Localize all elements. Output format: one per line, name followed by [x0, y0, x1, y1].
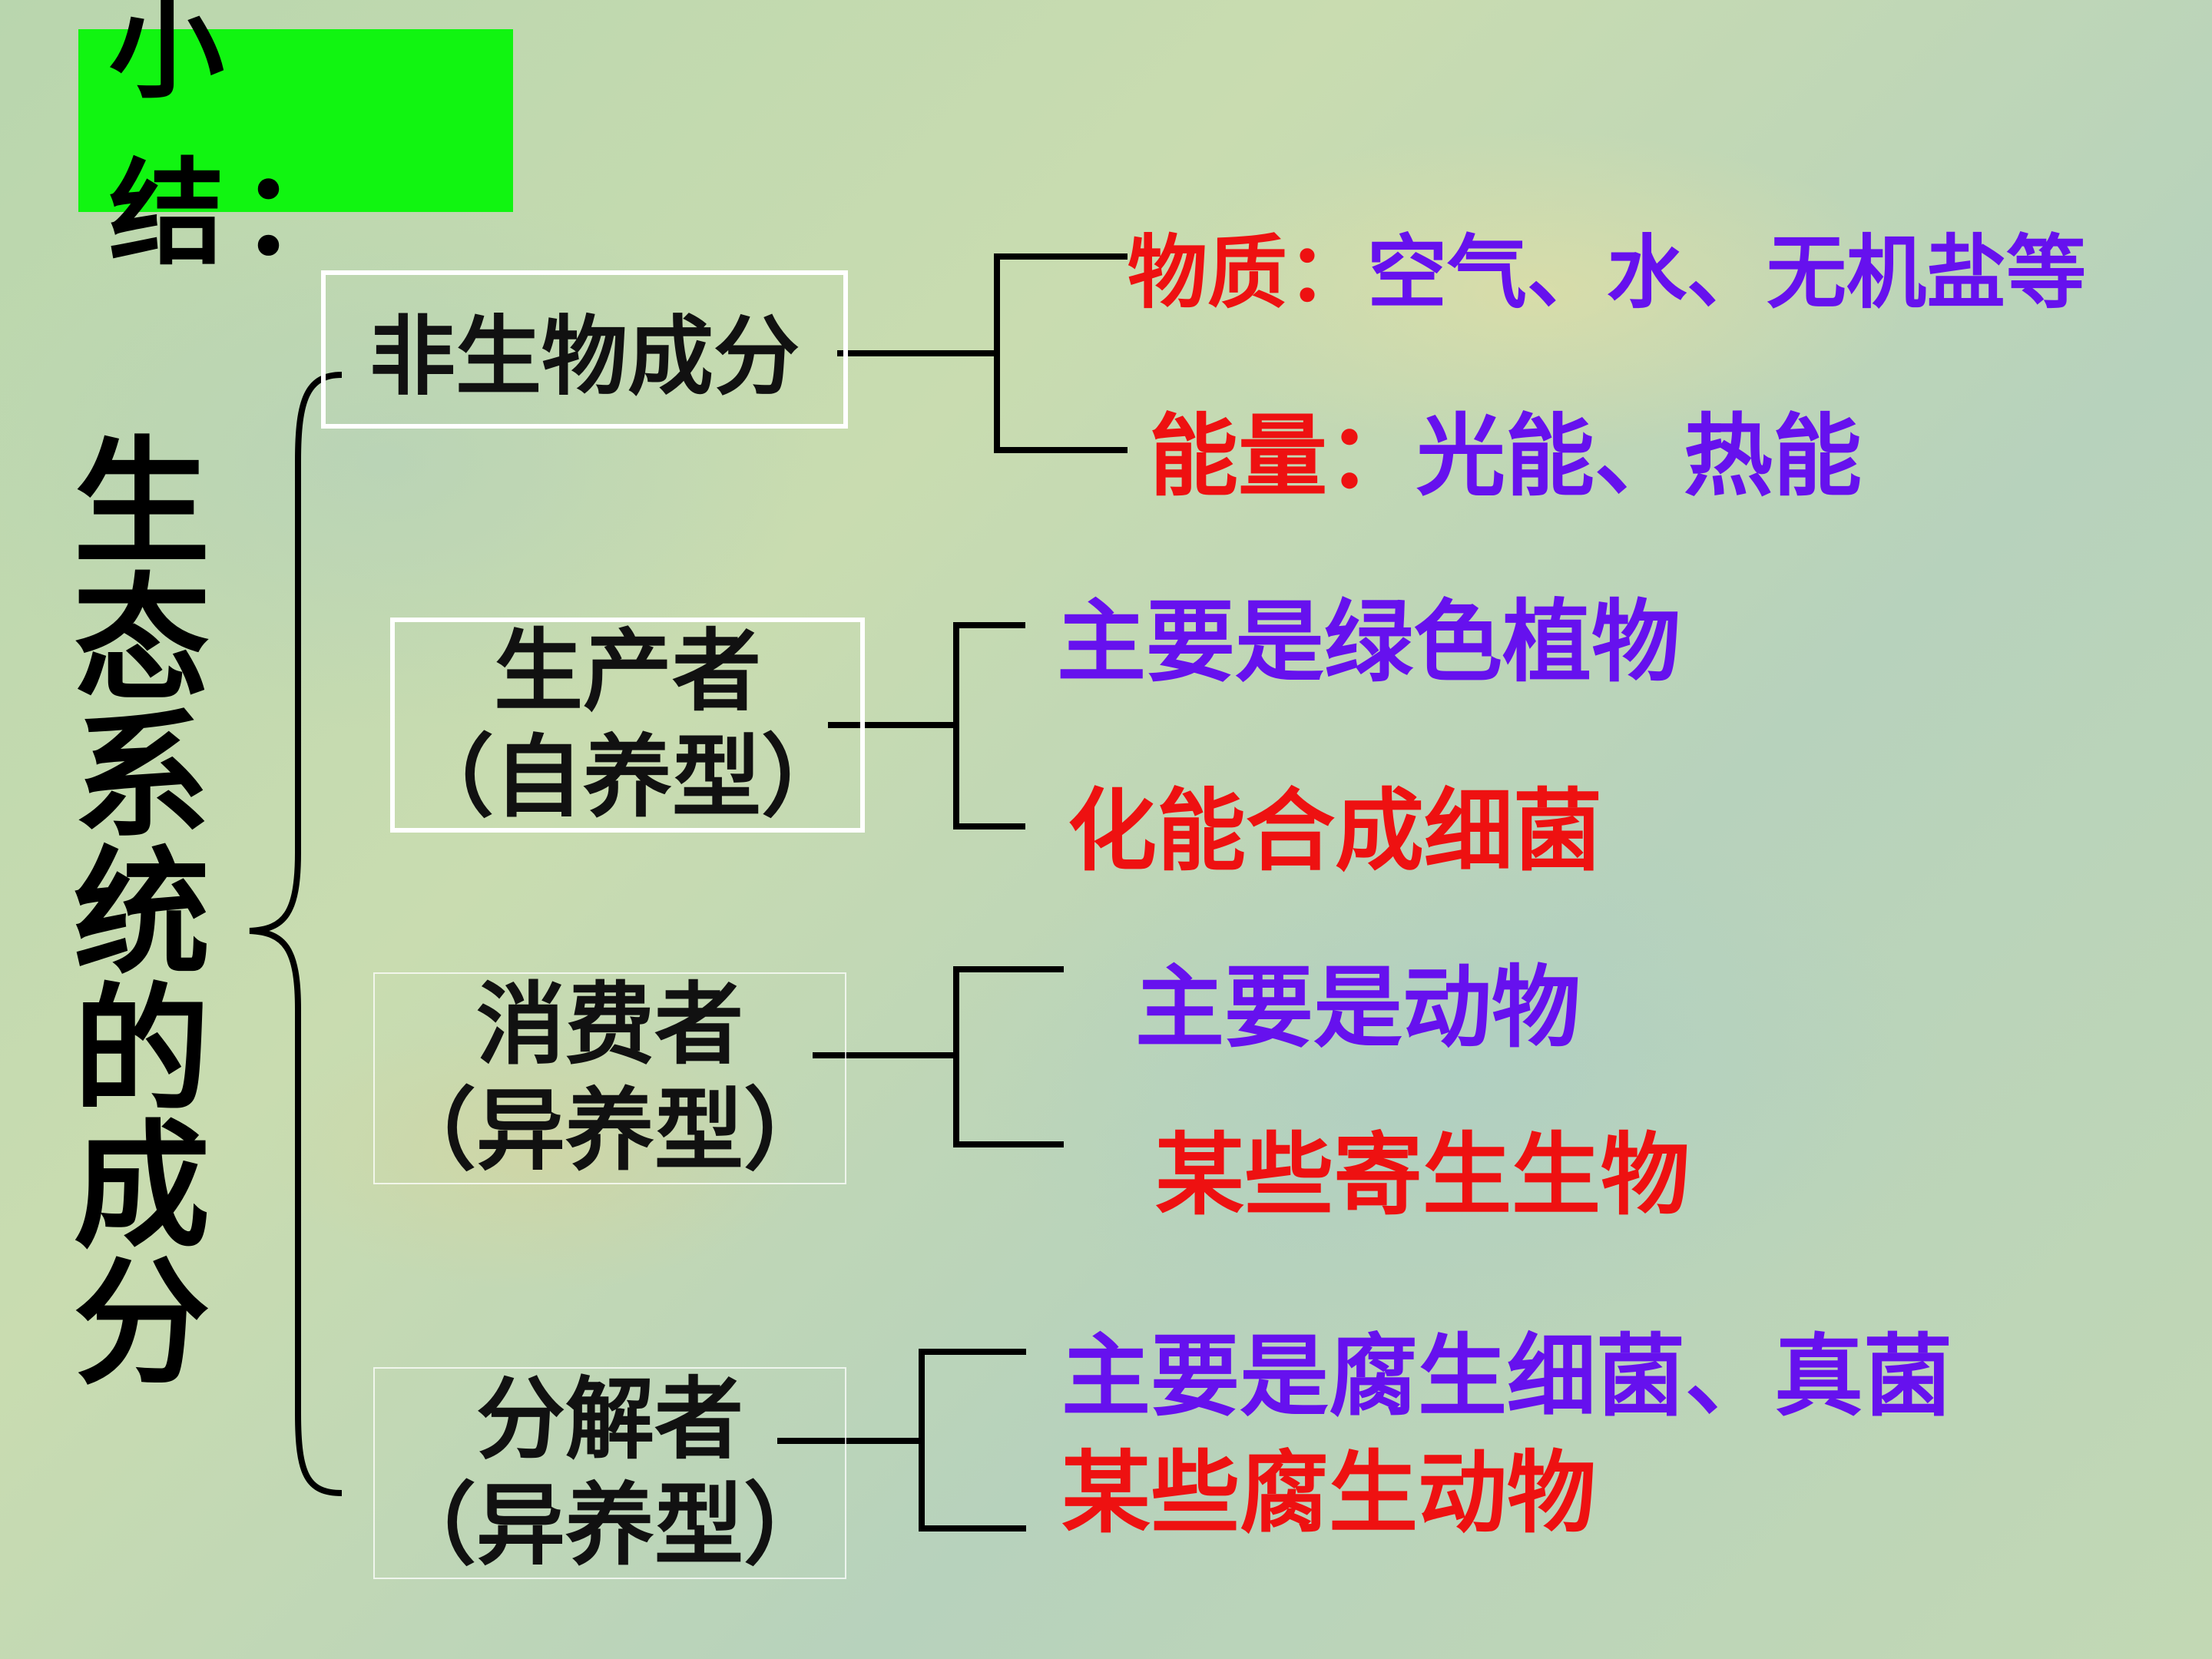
- producer-item-1: 主要是绿色植物: [1057, 591, 1681, 694]
- energy-value: 光能、热能: [1416, 405, 1862, 508]
- abiotic-label: 非生物成分: [369, 307, 800, 407]
- producer-label: 生产者: [494, 620, 761, 724]
- main-brace: [249, 372, 343, 1496]
- abiotic-box: 非生物成分: [321, 270, 848, 429]
- energy-key: 能量：: [1149, 405, 1416, 508]
- decomposer-bracket: [919, 1349, 1026, 1532]
- consumer-label: 消费者: [476, 973, 743, 1077]
- producer-box: 生产者 （自养型）: [390, 618, 865, 833]
- decomposer-item-1: 主要是腐生细菌、真菌: [1061, 1325, 1952, 1429]
- producer-bracket: [953, 622, 1025, 830]
- matter-value: 空气、水、无机盐等: [1367, 226, 2087, 320]
- decomposer-box: 分解者 （异养型）: [373, 1367, 846, 1579]
- matter-key: 物质：: [1128, 226, 1368, 320]
- decomposer-type: （异养型）: [387, 1474, 833, 1578]
- root-label: 生态系统的成分: [51, 430, 210, 1387]
- producer-type: （自养型）: [405, 726, 850, 830]
- consumer-box: 消费者 （异养型）: [373, 972, 846, 1184]
- abiotic-matter-item: 物质：空气、水、无机盐等: [1128, 223, 2086, 323]
- consumer-bracket: [953, 966, 1064, 1147]
- producer-item-2: 化能合成细菌: [1068, 780, 1602, 883]
- decomposer-item-2: 某些腐生动物: [1061, 1442, 1596, 1545]
- consumer-type: （异养型）: [387, 1079, 833, 1183]
- consumer-item-1: 主要是动物: [1135, 956, 1581, 1060]
- summary-title: 小 结：: [109, 0, 371, 281]
- summary-title-box: 小 结：: [78, 0, 513, 281]
- abiotic-bracket: [994, 253, 1128, 453]
- consumer-item-2: 某些寄生生物: [1155, 1124, 1690, 1227]
- decomposer-label: 分解者: [476, 1368, 743, 1472]
- abiotic-energy-item: 能量：光能、热能: [1149, 407, 1862, 507]
